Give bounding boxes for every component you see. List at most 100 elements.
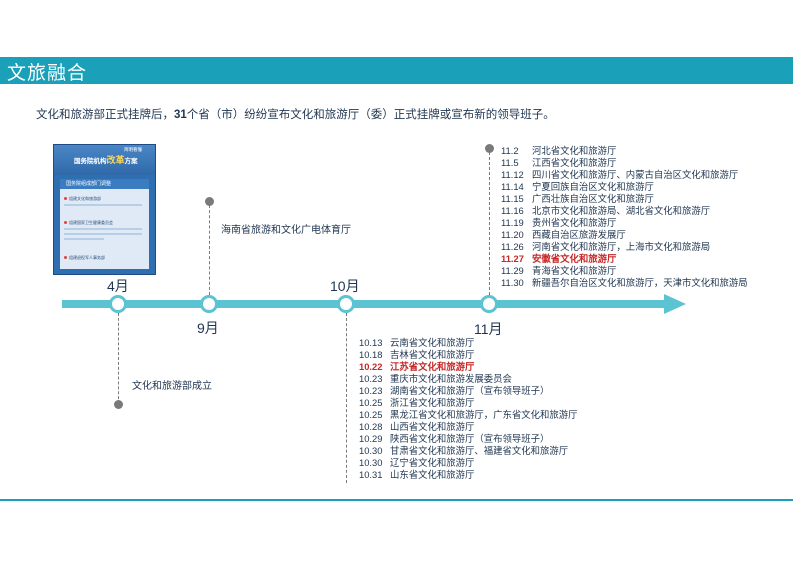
thumbnail-row: 组建国家卫生健康委员会 xyxy=(64,220,146,226)
thumbnail-row-label: 组建退役军人事务部 xyxy=(69,255,105,260)
list-item: 10.23 湖南省文化和旅游厅（宣布领导班子） xyxy=(359,385,578,397)
list-item-date: 10.23 xyxy=(359,385,383,396)
list-item-date: 11.14 xyxy=(501,181,524,192)
bottom-divider xyxy=(0,499,793,501)
thumbnail-badge: 简明看懂 xyxy=(124,148,142,153)
list-item: 11.12 四川省文化和旅游厅、内蒙古自治区文化和旅游厅 xyxy=(501,169,748,181)
thumbnail-title-c: 方案 xyxy=(124,157,138,165)
list-item-date: 10.23 xyxy=(359,373,383,384)
list-item-text: 湖南省文化和旅游厅（宣布领导班子） xyxy=(390,386,550,397)
thumbnail-title-b: 改革 xyxy=(106,156,125,166)
list-item-date: 10.13 xyxy=(359,337,383,348)
list-item-text: 重庆市文化和旅游发展委员会 xyxy=(390,374,512,385)
list-item-date: 10.25 xyxy=(359,397,383,408)
connector-line xyxy=(346,313,347,483)
list-item: 11.2 河北省文化和旅游厅 xyxy=(501,145,748,157)
list-item: 10.25 浙江省文化和旅游厅 xyxy=(359,397,578,409)
thumbnail-text-line xyxy=(64,238,104,240)
thumbnail-text-line xyxy=(64,228,142,230)
list-item-date: 10.30 xyxy=(359,457,383,468)
list-item-text: 江苏省文化和旅游厅 xyxy=(390,362,475,373)
connector-line xyxy=(209,205,210,295)
timeline-node-november xyxy=(480,295,498,313)
thumbnail-banner xyxy=(54,145,155,175)
list-item-date: 11.12 xyxy=(501,169,524,180)
list-item: 10.18 吉林省文化和旅游厅 xyxy=(359,349,578,361)
list-item-text: 贵州省文化和旅游厅 xyxy=(532,218,617,229)
bullet-icon xyxy=(64,221,67,224)
list-item-text: 吉林省文化和旅游厅 xyxy=(390,350,475,361)
list-item-text: 黑龙江省文化和旅游厅，广东省文化和旅游厅 xyxy=(390,410,578,421)
intro-text: 文化和旅游部正式挂牌后，31个省（市）纷纷宣布文化和旅游厅（委）正式挂牌或宣布新… xyxy=(36,106,555,122)
list-item-date: 11.20 xyxy=(501,229,524,240)
connector-line xyxy=(489,152,490,295)
thumbnail-title-a: 国务院机构 xyxy=(74,157,107,165)
list-item: 11.16 北京市文化和旅游局、湖北省文化和旅游厅 xyxy=(501,205,748,217)
list-item: 11.29 青海省文化和旅游厅 xyxy=(501,265,748,277)
list-item-text: 青海省文化和旅游厅 xyxy=(532,266,617,277)
list-item: 11.15 广西壮族自治区文化和旅游厅 xyxy=(501,193,748,205)
list-item-date: 11.15 xyxy=(501,193,524,204)
intro-after: 个省（市）纷纷宣布文化和旅游厅（委）正式挂牌或宣布新的领导班子。 xyxy=(186,107,555,121)
list-item-date: 11.27 xyxy=(501,253,524,264)
event-april: 文化和旅游部成立 xyxy=(132,381,212,392)
list-item-date: 10.28 xyxy=(359,421,383,432)
list-item: 11.14 宁夏回族自治区文化和旅游厅 xyxy=(501,181,748,193)
month-label-april: 4月 xyxy=(107,278,129,294)
list-item-text: 辽宁省文化和旅游厅 xyxy=(390,458,475,469)
list-item: 10.13 云南省文化和旅游厅 xyxy=(359,337,578,349)
list-item-text: 陕西省文化和旅游厅（宣布领导班子） xyxy=(390,434,550,445)
list-item-text: 四川省文化和旅游厅、内蒙古自治区文化和旅游厅 xyxy=(532,170,739,181)
list-item: 11.27 安徽省文化和旅游厅 xyxy=(501,253,748,265)
list-item-text: 安徽省文化和旅游厅 xyxy=(532,254,617,265)
list-item-text: 河北省文化和旅游厅 xyxy=(532,146,617,157)
thumbnail-text-line xyxy=(64,233,142,235)
list-item-text: 浙江省文化和旅游厅 xyxy=(390,398,475,409)
list-item-text: 北京市文化和旅游局、湖北省文化和旅游厅 xyxy=(532,206,711,217)
list-item-date: 10.30 xyxy=(359,445,383,456)
bullet-icon xyxy=(64,197,67,200)
intro-count: 31 xyxy=(174,109,187,121)
list-item: 10.30 辽宁省文化和旅游厅 xyxy=(359,457,578,469)
thumbnail-text-line xyxy=(64,204,142,206)
list-item-text: 西藏自治区旅游发展厅 xyxy=(532,230,626,241)
november-event-list: 11.2 河北省文化和旅游厅 11.5 江西省文化和旅游厅 11.12 四川省文化和旅游厅… xyxy=(501,145,748,289)
list-item-date: 11.29 xyxy=(501,265,524,276)
list-item-text: 江西省文化和旅游厅 xyxy=(532,158,617,169)
list-item-text: 新疆吾尔自治区文化和旅游厅，天津市文化和旅游局 xyxy=(532,278,748,289)
list-item-text: 宁夏回族自治区文化和旅游厅 xyxy=(532,182,654,193)
thumbnail-row-label: 组建文化和旅游部 xyxy=(69,196,101,201)
event-dot xyxy=(205,197,214,206)
list-item-date: 11.5 xyxy=(501,157,519,168)
list-item-date: 10.25 xyxy=(359,409,383,420)
list-item-text: 甘肃省文化和旅游厅、福建省文化和旅游厅 xyxy=(390,446,569,457)
list-item: 10.30 甘肃省文化和旅游厅、福建省文化和旅游厅 xyxy=(359,445,578,457)
connector-line xyxy=(118,313,119,404)
thumbnail-section: 国务院组成部门调整 xyxy=(60,179,149,189)
list-item-date: 10.18 xyxy=(359,349,383,360)
event-dot xyxy=(114,400,123,409)
thumbnail-row-label: 组建国家卫生健康委员会 xyxy=(69,220,113,225)
thumbnail-panel xyxy=(60,179,149,269)
list-item-text: 广西壮族自治区文化和旅游厅 xyxy=(532,194,654,205)
page-title: 文旅融合 xyxy=(7,62,88,84)
timeline-node-september xyxy=(200,295,218,313)
list-item: 10.25 黑龙江省文化和旅游厅，广东省文化和旅游厅 xyxy=(359,409,578,421)
list-item-date: 11.2 xyxy=(501,145,519,156)
list-item-text: 云南省文化和旅游厅 xyxy=(390,338,475,349)
list-item-date: 11.16 xyxy=(501,205,524,216)
list-item-text: 河南省文化和旅游厅，上海市文化和旅游局 xyxy=(532,242,711,253)
month-label-september: 9月 xyxy=(197,320,219,336)
reform-plan-thumbnail: 国务院机构改革方案 简明看懂 国务院组成部门调整 组建文化和旅游部 组建国家卫生… xyxy=(53,144,156,275)
timeline-node-april xyxy=(109,295,127,313)
month-label-october: 10月 xyxy=(330,278,360,294)
list-item: 11.5 江西省文化和旅游厅 xyxy=(501,157,748,169)
timeline-axis xyxy=(62,300,664,308)
